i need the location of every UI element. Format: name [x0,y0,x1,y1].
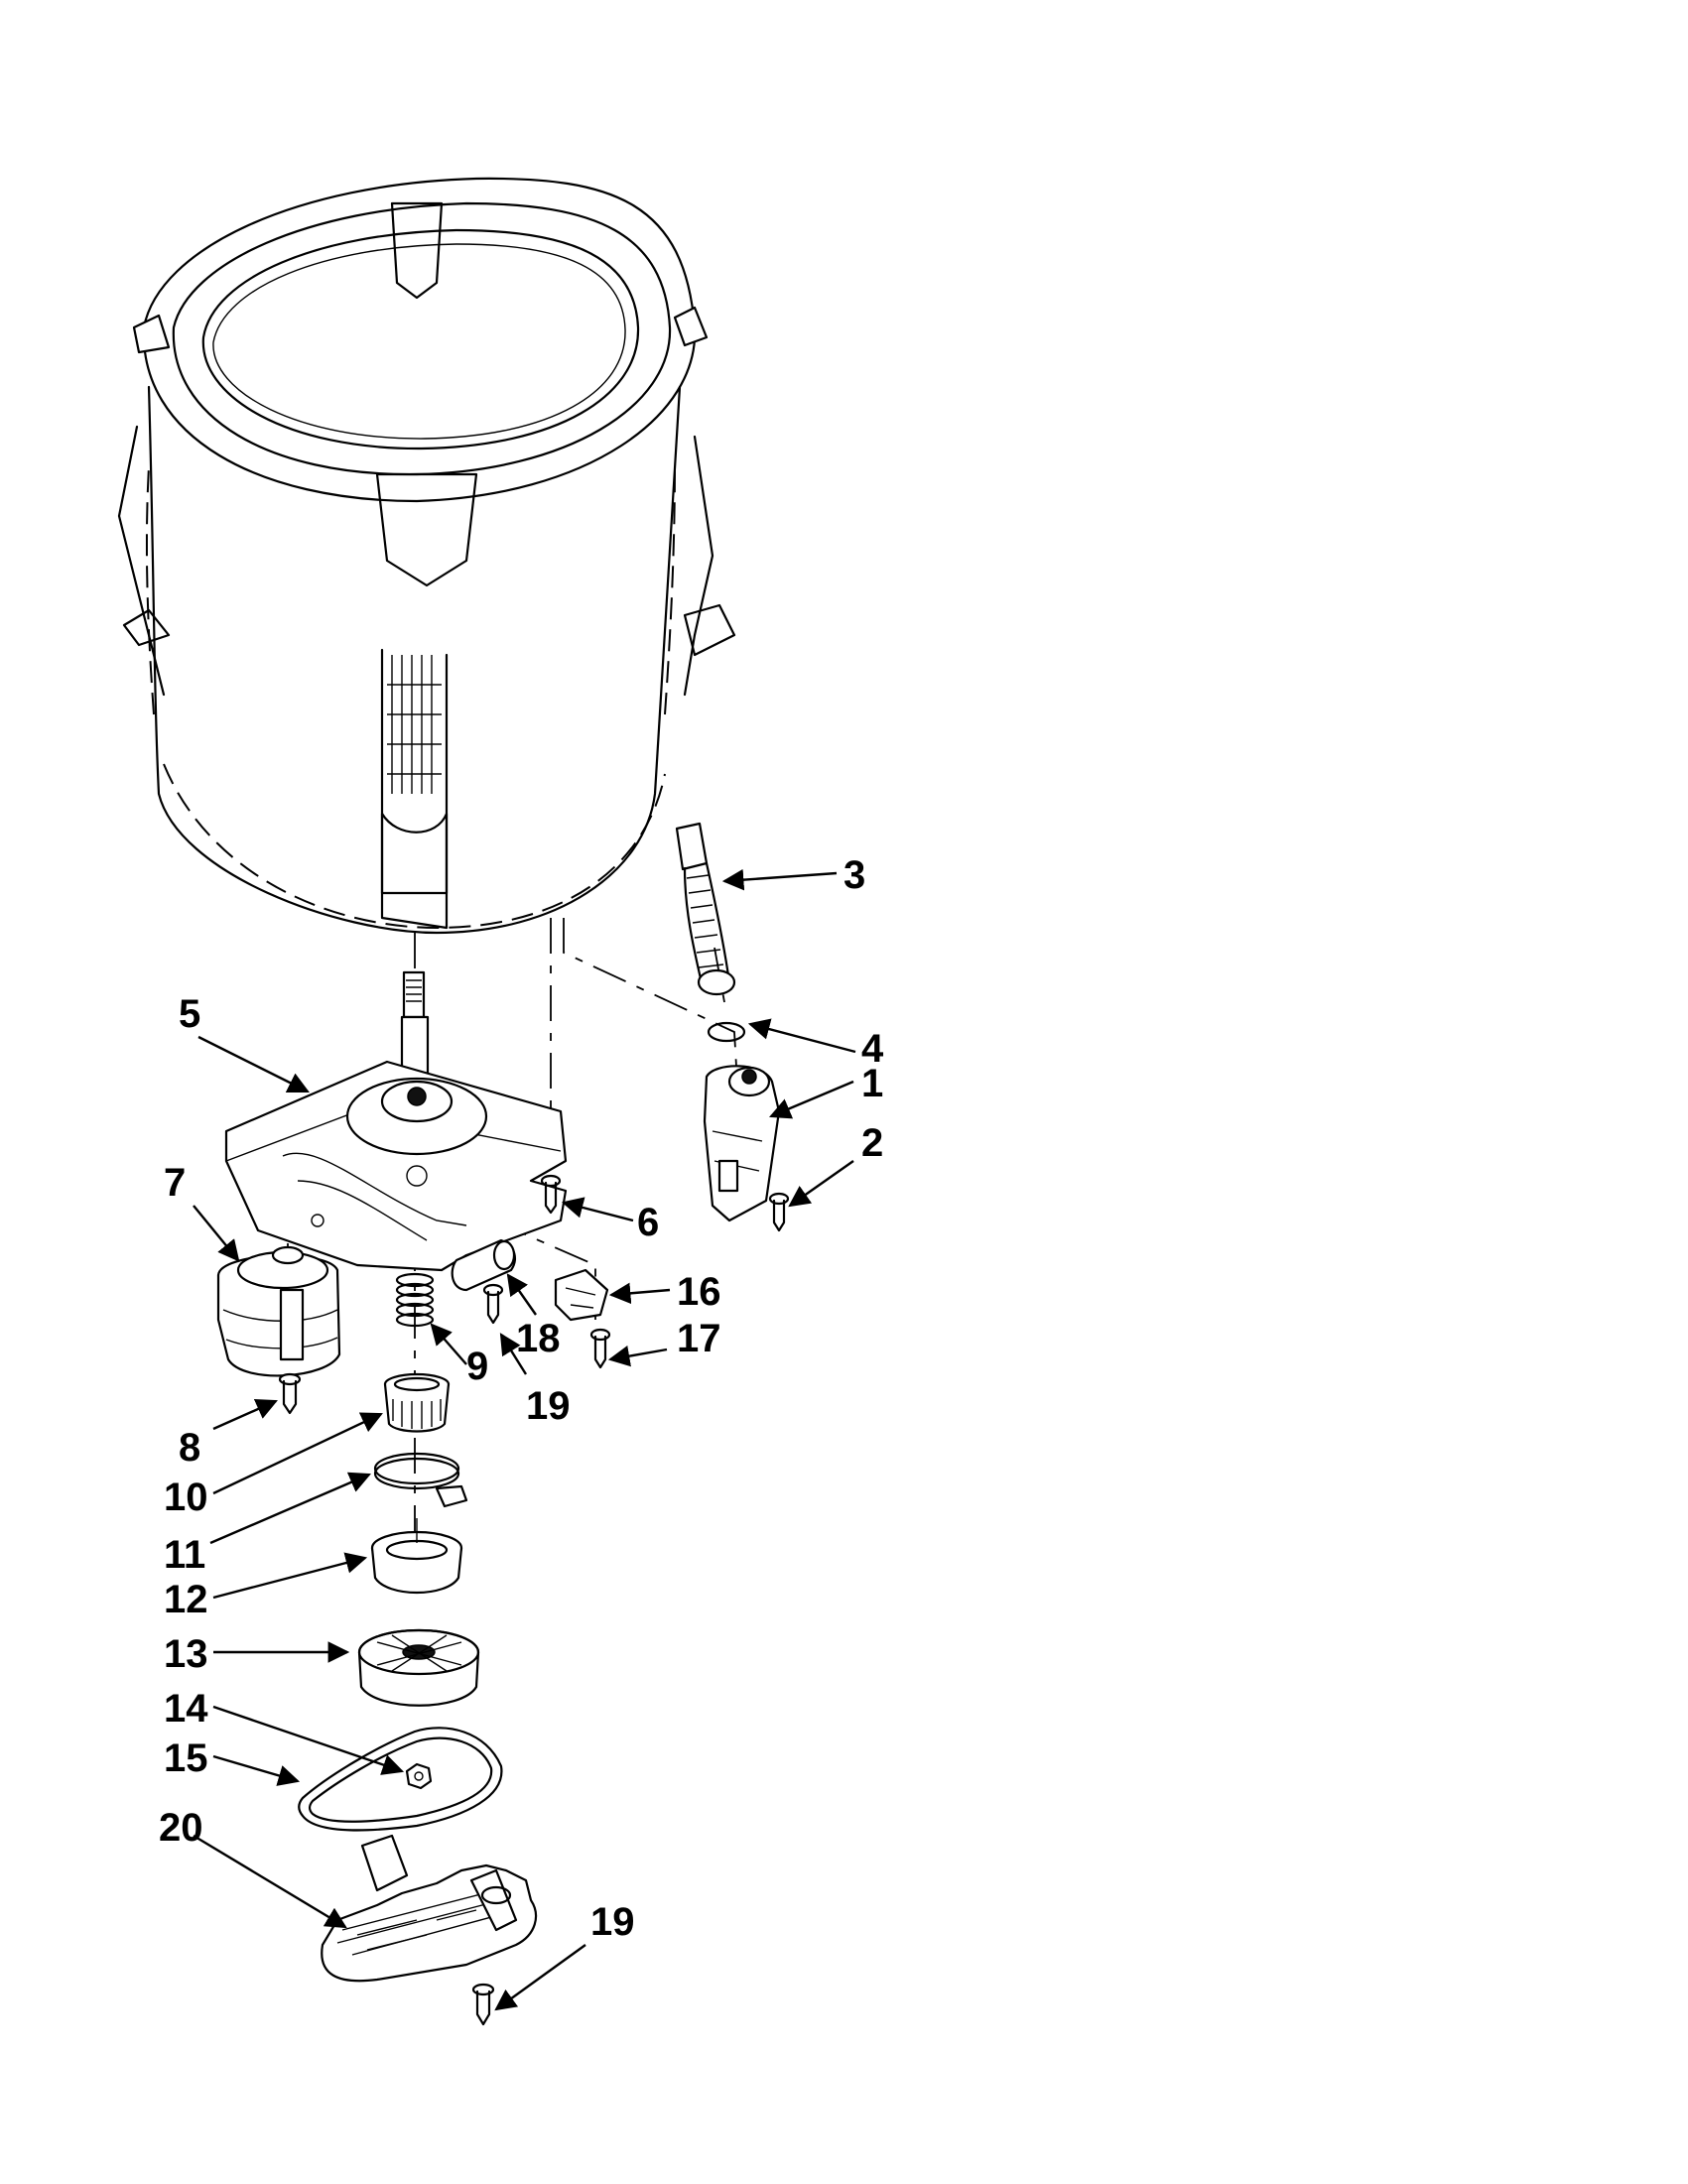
clutch-bearing [383,1372,451,1433]
callout-9: 9 [466,1345,488,1388]
callout-20: 20 [159,1806,203,1850]
shield-screw [471,1983,495,2026]
drain-pump [703,1065,781,1222]
callout-18: 18 [516,1317,561,1360]
callout-7: 7 [164,1161,186,1205]
capacitor-screw [482,1283,504,1325]
clutch-ring [373,1452,468,1508]
drain-hose [675,822,736,996]
pump-screw [768,1192,790,1232]
callout-5: 5 [179,992,200,1036]
callout-10: 10 [164,1476,208,1519]
callout-19-lower: 19 [590,1900,635,1944]
base-shield [321,1834,538,1983]
drive-belt [298,1727,503,1832]
plate-screw [540,1174,562,1215]
callout-8: 8 [179,1426,200,1470]
callout-16: 16 [677,1270,721,1314]
callout-19-upper: 19 [526,1384,571,1428]
callout-12: 12 [164,1578,208,1621]
brake-spring [395,1272,435,1328]
motor-screw [278,1372,302,1415]
capacitor [451,1238,516,1292]
hose-clamp [707,1021,746,1043]
callout-3: 3 [844,853,865,897]
gearcase-base-plate [224,970,568,1272]
callout-13: 13 [164,1632,208,1676]
drive-pulley [357,1628,480,1707]
callout-17: 17 [677,1317,721,1360]
callout-14: 14 [164,1687,208,1731]
callout-11: 11 [164,1533,205,1577]
pulley-nut [405,1762,433,1790]
callout-2: 2 [861,1121,883,1165]
callout-15: 15 [164,1736,208,1780]
callout-4: 4 [861,1027,884,1071]
callout-1: 1 [861,1062,883,1105]
callout-6: 6 [637,1201,659,1244]
drive-motor [216,1245,341,1377]
leader-lines [193,868,856,2011]
switch-screw [589,1328,611,1369]
callout-labels: 1 2 3 4 5 6 7 8 9 10 11 12 13 14 15 16 1… [159,853,884,1944]
lid-switch [554,1268,609,1322]
clutch-housing [370,1518,463,1594]
outer-tub [117,177,736,935]
